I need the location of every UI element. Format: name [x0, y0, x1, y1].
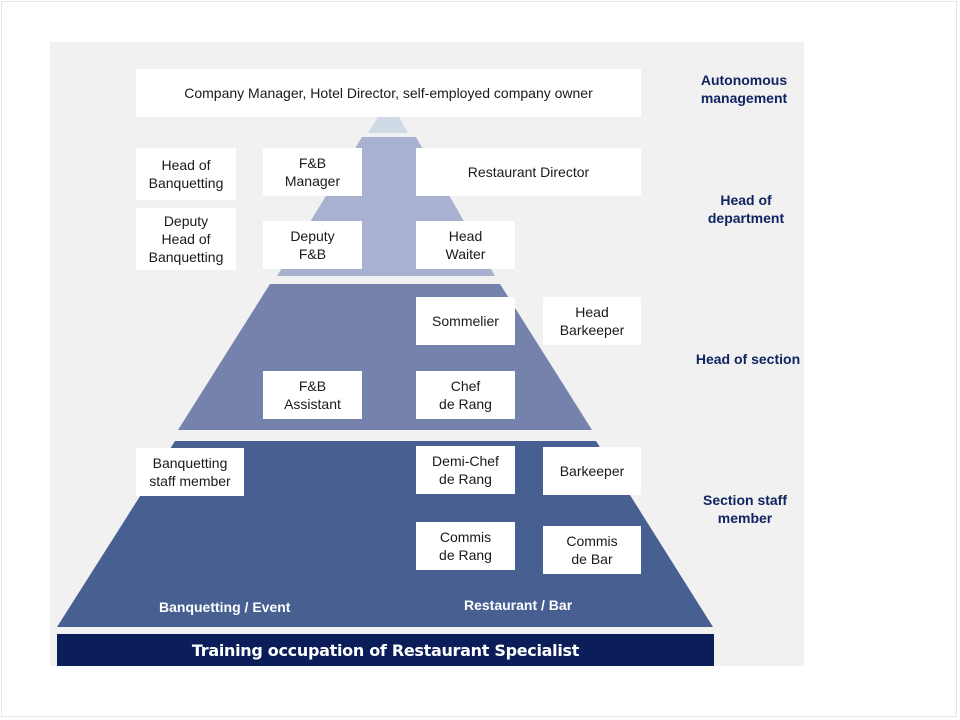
- deputy-fb-box: Deputy F&B: [263, 221, 362, 269]
- top-management-box: Company Manager, Hotel Director, self-em…: [136, 69, 641, 117]
- head-of-banquetting-box: Head of Banquetting: [136, 148, 236, 200]
- level-section-staff-member: Section staff member: [702, 492, 787, 526]
- chef-de-rang-box: Chef de Rang: [416, 371, 515, 419]
- pyramid-tip: [368, 117, 408, 133]
- commis-de-bar-box: Commis de Bar: [543, 526, 641, 574]
- fb-assistant-box: F&B Assistant: [263, 371, 362, 419]
- restaurant-director-box: Restaurant Director: [416, 148, 641, 196]
- barkeeper-box: Barkeeper: [543, 447, 641, 495]
- banquetting-staff-member-box: Banquetting staff member: [136, 448, 244, 496]
- commis-de-rang-box: Commis de Rang: [416, 522, 515, 570]
- level-head-of-department: Head of department: [707, 192, 785, 226]
- level-autonomous-management: Autonomous management: [700, 72, 788, 106]
- training-occupation-bar: Training occupation of Restaurant Specia…: [57, 634, 714, 666]
- head-waiter-box: Head Waiter: [416, 221, 515, 269]
- head-barkeeper-box: Head Barkeeper: [543, 297, 641, 345]
- area-banquetting-event: Banquetting / Event: [159, 599, 291, 615]
- area-restaurant-bar: Restaurant / Bar: [464, 597, 573, 613]
- fb-manager-box: F&B Manager: [263, 148, 362, 196]
- level-head-of-section: Head of section: [695, 351, 801, 367]
- deputy-head-of-banquetting-box: Deputy Head of Banquetting: [136, 208, 236, 270]
- pyramid-layer-middle: [178, 284, 592, 430]
- demi-chef-de-rang-box: Demi-Chef de Rang: [416, 446, 515, 494]
- sommelier-box: Sommelier: [416, 297, 515, 345]
